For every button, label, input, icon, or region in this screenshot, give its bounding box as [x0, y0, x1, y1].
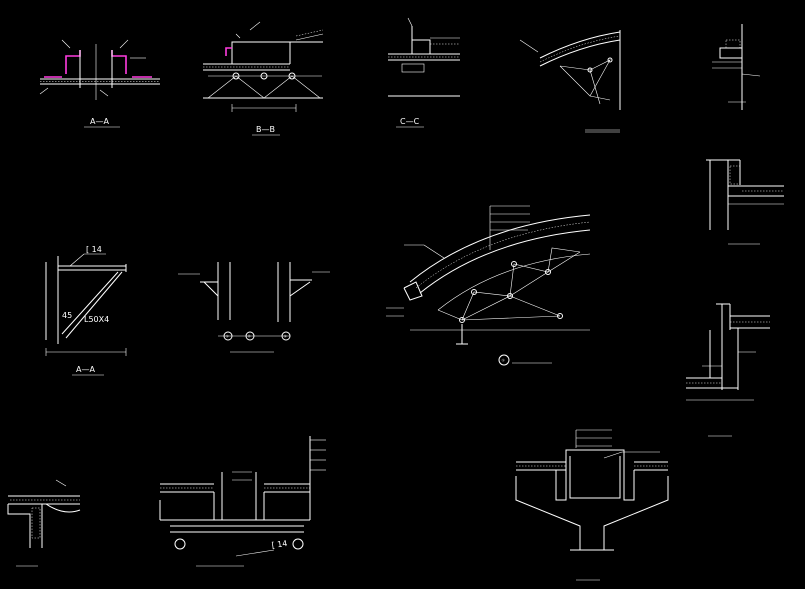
bb-truss — [207, 72, 322, 99]
detail-bracket-elevations: ① ② ③ — [178, 262, 330, 353]
grid-bubble-2 — [245, 331, 255, 341]
label-dim-45: 45 — [62, 311, 72, 320]
title-cc: C—C — [400, 117, 420, 126]
detail-bottom-gutter — [515, 429, 669, 581]
detail-arc-center: ① — [386, 205, 591, 366]
grid-bubble-3 — [281, 331, 291, 341]
label-bottom-channel: [ 14 — [271, 539, 288, 550]
label-angle: L50X4 — [84, 315, 109, 324]
detail-right-lower — [686, 303, 770, 437]
grid-bubble-1 — [223, 331, 233, 341]
detail-bb: B—B — [203, 21, 324, 136]
detail-cc: C—C — [388, 17, 460, 128]
grid-bubble-label-2: ② — [248, 334, 251, 338]
detail-bottom-middle: [ 14 — [159, 436, 326, 567]
arc-truss — [437, 247, 581, 323]
grid-bubble-label-1: ① — [226, 334, 229, 338]
detail-number: ① — [502, 359, 505, 363]
detail-aa-top: A—A — [39, 39, 160, 128]
title-aa-left: A—A — [76, 365, 95, 374]
title-aa-top: A—A — [90, 117, 109, 126]
detail-curved-top — [519, 30, 621, 133]
grid-bubble-label-3: ③ — [284, 334, 287, 338]
detail-right-mid — [706, 159, 784, 245]
detail-bottom-left — [7, 479, 81, 567]
label-channel: [ 14 — [86, 245, 102, 254]
detail-right-top — [712, 24, 761, 110]
detail-aa-bracket: [ 14 L50X4 45 A—A — [45, 245, 127, 376]
title-bb: B—B — [256, 125, 275, 134]
